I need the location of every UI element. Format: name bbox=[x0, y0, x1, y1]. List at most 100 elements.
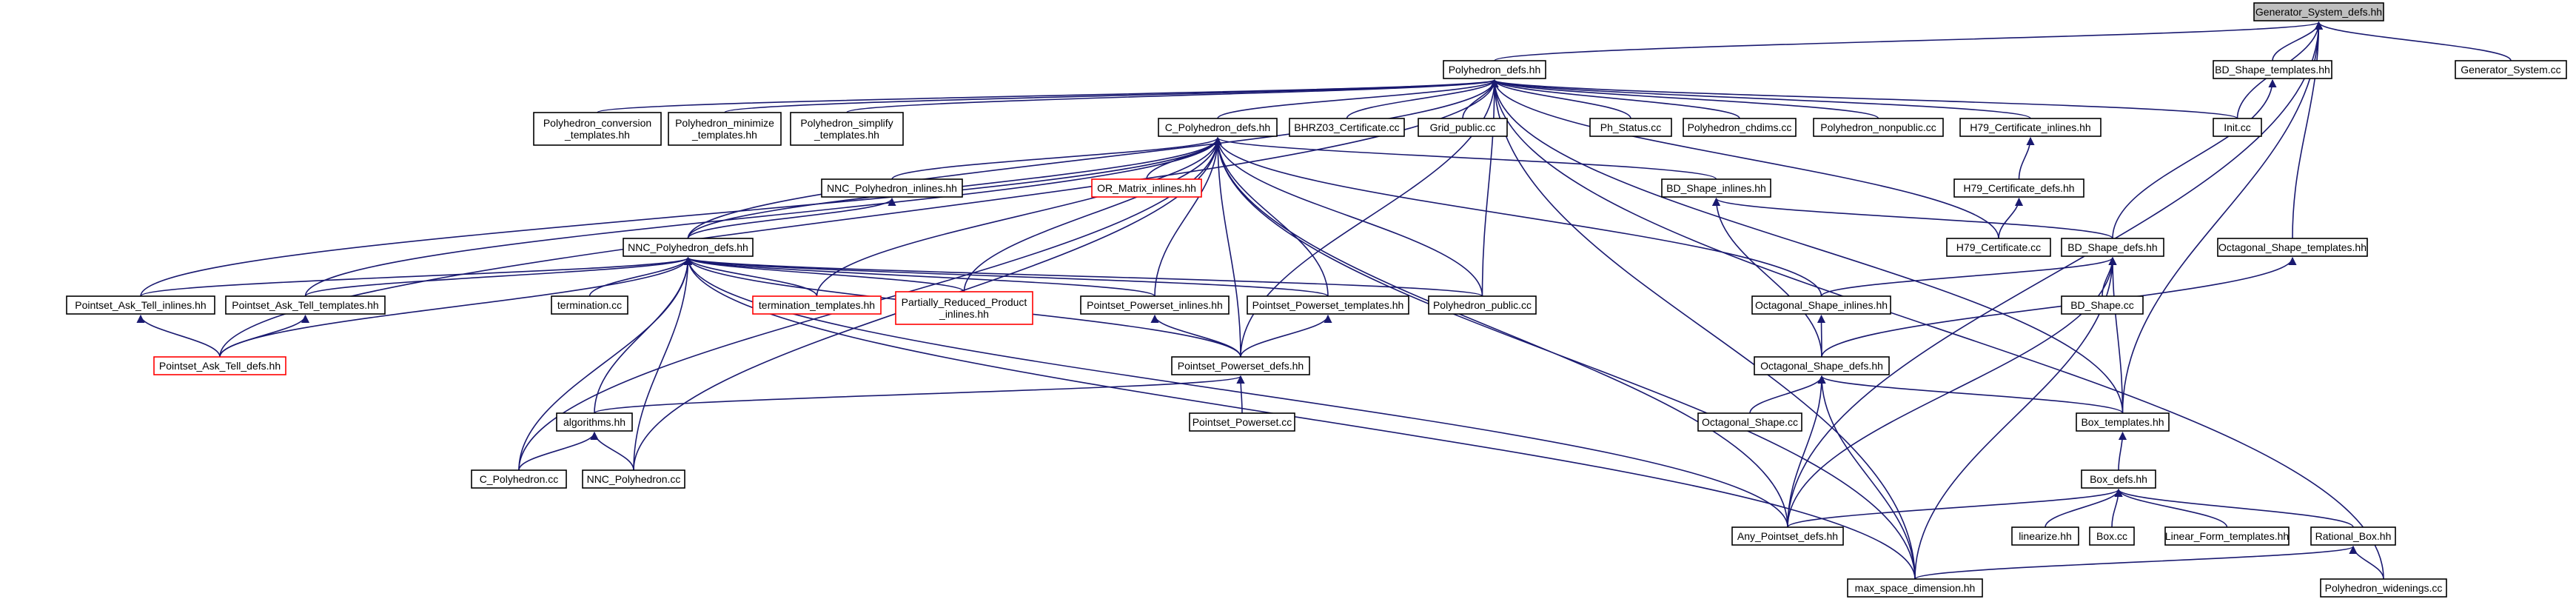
edge-oct_inl-to-c_poly_defs bbox=[1213, 136, 1822, 297]
node-oct-tmpl[interactable]: Octagonal_Shape_templates.hh bbox=[2217, 238, 2368, 257]
node-box bbox=[790, 112, 904, 146]
node-rat-box[interactable]: Rational_Box.hh bbox=[2310, 526, 2396, 546]
edge-pp_tmpl-to-nnc_defs bbox=[684, 256, 1329, 297]
node-poly-conv[interactable]: Polyhedron_conversion_templates.hh bbox=[533, 112, 662, 146]
node-label: termination.cc bbox=[557, 299, 622, 311]
node-label: Pointset_Ask_Tell_defs.hh bbox=[159, 360, 281, 372]
edge-box_tmpl-to-gen_defs bbox=[2121, 21, 2324, 414]
node-box bbox=[2213, 60, 2332, 79]
node-box bbox=[2081, 469, 2156, 489]
node-nnc-defs[interactable]: NNC_Polyhedron_defs.hh bbox=[623, 238, 754, 257]
node-gen-sys-cc[interactable]: Generator_System.cc bbox=[2455, 60, 2567, 79]
edge-poly_defs-to-gen_defs bbox=[1494, 21, 2323, 61]
node-bd-shape-cc[interactable]: BD_Shape.cc bbox=[2061, 295, 2144, 315]
edge-box_tmpl-to-oct_defs bbox=[1817, 375, 2124, 414]
node-oct-cc[interactable]: Octagonal_Shape.cc bbox=[1697, 412, 1802, 432]
node-or-matrix[interactable]: OR_Matrix_inlines.hh bbox=[1091, 178, 1202, 198]
node-label: linearize.hh bbox=[2019, 530, 2072, 542]
node-pp-cc[interactable]: Pointset_Powerset.cc bbox=[1189, 412, 1295, 432]
node-box-defs[interactable]: Box_defs.hh bbox=[2081, 469, 2156, 489]
node-box bbox=[1754, 356, 1890, 375]
node-pp-tmpl[interactable]: Pointset_Powerset_templates.hh bbox=[1247, 295, 1409, 315]
node-prp-inl[interactable]: Partially_Reduced_Product_inlines.hh bbox=[895, 291, 1033, 325]
node-box-tmpl[interactable]: Box_templates.hh bbox=[2076, 412, 2170, 432]
edge-poly_simp-to-poly_defs bbox=[846, 78, 1499, 113]
node-h79-defs[interactable]: H79_Certificate_defs.hh bbox=[1953, 178, 2084, 198]
node-label: Pointset_Powerset_defs.hh bbox=[1178, 360, 1304, 372]
node-pp-defs[interactable]: Pointset_Powerset_defs.hh bbox=[1171, 356, 1310, 375]
node-poly-nonpub[interactable]: Polyhedron_nonpublic.cc bbox=[1813, 118, 1944, 137]
edge-h79_cc-to-poly_defs bbox=[1490, 78, 1999, 239]
node-any-pd[interactable]: Any_Pointset_defs.hh bbox=[1731, 526, 1844, 546]
edge-c_poly_cc-to-nnc_defs bbox=[518, 256, 693, 471]
node-c-poly-cc[interactable]: C_Polyhedron.cc bbox=[471, 469, 567, 489]
node-max-sd[interactable]: max_space_dimension.hh bbox=[1847, 578, 1983, 598]
edge-bd_inl-to-c_poly_defs bbox=[1213, 136, 1717, 180]
node-poly-wid[interactable]: Polyhedron_widenings.cc bbox=[2320, 578, 2447, 598]
node-h79-inl[interactable]: H79_Certificate_inlines.hh bbox=[1959, 118, 2102, 137]
edge-oct_cc-to-oct_defs bbox=[1749, 375, 1826, 414]
node-box bbox=[1080, 295, 1230, 315]
edge-box_tmpl-to-poly_defs bbox=[1490, 78, 2124, 414]
node-poly-simp[interactable]: Polyhedron_simplify_templates.hh bbox=[790, 112, 904, 146]
node-box bbox=[623, 238, 754, 257]
node-pat-defs[interactable]: Pointset_Ask_Tell_defs.hh bbox=[153, 356, 286, 375]
node-box bbox=[1731, 526, 1844, 546]
node-label: Polyhedron_widenings.cc bbox=[2325, 582, 2443, 594]
node-bd-inl[interactable]: BD_Shape_inlines.hh bbox=[1661, 178, 1771, 198]
edge-pat_defs-to-pat_tmpl bbox=[219, 314, 310, 358]
node-poly-chd[interactable]: Polyhedron_chdims.cc bbox=[1683, 118, 1797, 137]
node-label: Grid_public.cc bbox=[1430, 121, 1496, 133]
node-bhrz[interactable]: BHRZ03_Certificate.cc bbox=[1289, 118, 1405, 137]
node-algorithms[interactable]: algorithms.hh bbox=[556, 412, 633, 432]
edge-any_pd-to-oct_defs bbox=[1787, 375, 1826, 528]
edge-max_sd-to-c_poly_defs bbox=[1213, 136, 1916, 580]
node-poly-defs[interactable]: Polyhedron_defs.hh bbox=[1443, 60, 1546, 79]
node-label: H79_Certificate_inlines.hh bbox=[1970, 121, 2090, 133]
edge-box_tmpl-to-bd_defs bbox=[2108, 256, 2124, 414]
node-label: Octagonal_Shape_defs.hh bbox=[1760, 360, 1883, 372]
edge-pp_defs-to-pp_tmpl bbox=[1240, 314, 1332, 358]
node-bd-tmpl[interactable]: BD_Shape_templates.hh bbox=[2213, 60, 2332, 79]
node-label: Generator_System_defs.hh bbox=[2255, 6, 2382, 18]
node-box bbox=[1847, 578, 1983, 598]
node-label: Octagonal_Shape.cc bbox=[1702, 416, 1798, 428]
node-oct-defs[interactable]: Octagonal_Shape_defs.hh bbox=[1754, 356, 1890, 375]
node-term-tmpl[interactable]: termination_templates.hh bbox=[752, 295, 882, 315]
node-oct-inl[interactable]: Octagonal_Shape_inlines.hh bbox=[1751, 295, 1891, 315]
node-init-cc[interactable]: Init.cc bbox=[2213, 118, 2262, 137]
edge-poly_pub-to-c_poly_defs bbox=[1213, 136, 1483, 297]
node-linearize[interactable]: linearize.hh bbox=[2011, 526, 2079, 546]
node-h79-cc[interactable]: H79_Certificate.cc bbox=[1946, 238, 2051, 257]
node-box bbox=[471, 469, 567, 489]
node-gen-defs[interactable]: Generator_System_defs.hh bbox=[2253, 2, 2384, 21]
edge-term_tmpl-to-nnc_defs bbox=[683, 256, 818, 297]
node-poly-pub[interactable]: Polyhedron_public.cc bbox=[1428, 295, 1537, 315]
edge-poly_pub-to-poly_defs bbox=[1481, 78, 1499, 297]
edge-prp_inl-to-nnc_defs bbox=[684, 256, 965, 292]
edge-oct_inl-to-bd_defs bbox=[1820, 256, 2117, 297]
node-pat-tmpl[interactable]: Pointset_Ask_Tell_templates.hh bbox=[225, 295, 386, 315]
node-poly-min[interactable]: Polyhedron_minimize_templates.hh bbox=[668, 112, 782, 146]
node-pp-inl[interactable]: Pointset_Powerset_inlines.hh bbox=[1080, 295, 1230, 315]
node-label: Polyhedron_conversion bbox=[543, 117, 651, 129]
node-box-cc[interactable]: Box.cc bbox=[2089, 526, 2135, 546]
node-bd-defs[interactable]: BD_Shape_defs.hh bbox=[2061, 238, 2164, 257]
node-termination[interactable]: termination.cc bbox=[551, 295, 628, 315]
node-label: BHRZ03_Certificate.cc bbox=[1294, 121, 1399, 133]
edge-pp_inl-to-nnc_defs bbox=[684, 256, 1155, 297]
edge-c_poly_defs-to-poly_defs bbox=[1217, 78, 1499, 119]
node-c-poly-defs[interactable]: C_Polyhedron_defs.hh bbox=[1158, 118, 1278, 137]
node-nnc-inl[interactable]: NNC_Polyhedron_inlines.hh bbox=[821, 178, 963, 198]
node-box bbox=[582, 469, 685, 489]
node-nnc-cc[interactable]: NNC_Polyhedron.cc bbox=[582, 469, 685, 489]
node-lf-tmpl[interactable]: Linear_Form_templates.hh bbox=[2164, 526, 2290, 546]
node-ph-status[interactable]: Ph_Status.cc bbox=[1589, 118, 1672, 137]
edge-poly_conv-to-poly_defs bbox=[597, 78, 1498, 113]
edge-poly_nonpub-to-poly_defs bbox=[1490, 78, 1879, 119]
node-box bbox=[2164, 526, 2290, 546]
node-pat-inl[interactable]: Pointset_Ask_Tell_inlines.hh bbox=[66, 295, 215, 315]
node-grid-pub[interactable]: Grid_public.cc bbox=[1418, 118, 1508, 137]
edge-termination-to-nnc_defs bbox=[588, 256, 693, 297]
node-box bbox=[533, 112, 662, 146]
